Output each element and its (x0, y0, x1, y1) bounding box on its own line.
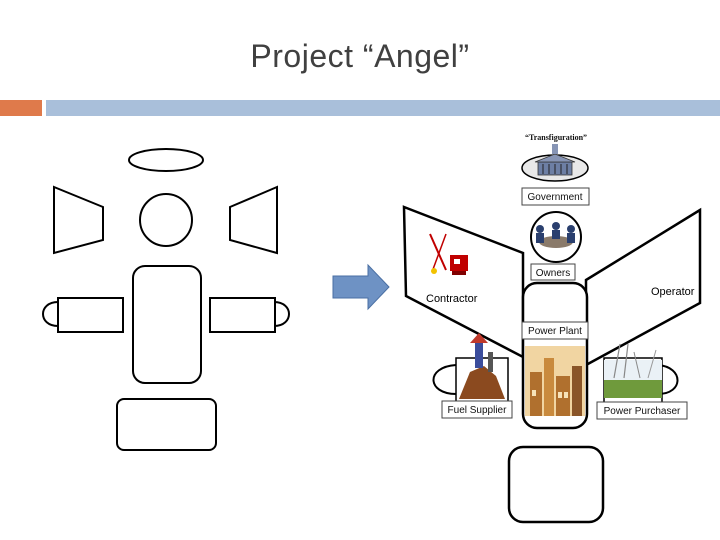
power-purchaser-hand (657, 364, 679, 395)
slide-title: Project “Angel” (250, 38, 470, 74)
project-structure: “Transfiguration” Government Owners Cont… (402, 133, 702, 524)
contractor-crane-icon (429, 233, 468, 275)
angel-body (132, 265, 202, 384)
angel-wing-left (53, 185, 104, 255)
fuel-supplier-label-box (441, 400, 513, 419)
angel-outline (42, 148, 290, 451)
government-building-icon (521, 144, 589, 182)
fuel-supplier-hand (432, 364, 457, 395)
angel-arm-left (57, 297, 124, 333)
angel-feet (116, 398, 217, 451)
government-label-box (521, 187, 590, 206)
angel-hand-left (42, 301, 59, 327)
angel-head (139, 193, 193, 247)
accent-bar-orange (0, 100, 42, 116)
fuel-supplier-label: Fuel Supplier (448, 405, 508, 416)
power-purchaser-label: Power Purchaser (604, 406, 681, 417)
label-boxes (441, 187, 688, 420)
operator-label: Operator (651, 286, 695, 298)
feet-box (507, 445, 605, 524)
accent-bar-blue (46, 100, 720, 116)
power-plant-icon (525, 346, 585, 416)
power-plant-label-box (521, 321, 589, 340)
owners-label: Owners (536, 268, 570, 279)
transfiguration-label: “Transfiguration” (525, 133, 587, 142)
contractor-label: Contractor (426, 293, 478, 305)
contractor-wing (402, 205, 525, 360)
power-purchaser-icon (604, 343, 662, 398)
transform-arrow (332, 263, 390, 311)
angel-halo (128, 148, 204, 172)
angel-arm-right (209, 297, 276, 333)
power-purchaser-label-box (596, 401, 688, 420)
owners-meeting-icon (530, 211, 582, 263)
power-plant-label: Power Plant (528, 326, 582, 337)
angel-hand-right (273, 301, 290, 327)
owners-label-box (530, 263, 576, 281)
government-label: Government (527, 192, 582, 203)
fuel-supplier-icon (458, 333, 506, 400)
angel-wing-right (229, 185, 278, 255)
